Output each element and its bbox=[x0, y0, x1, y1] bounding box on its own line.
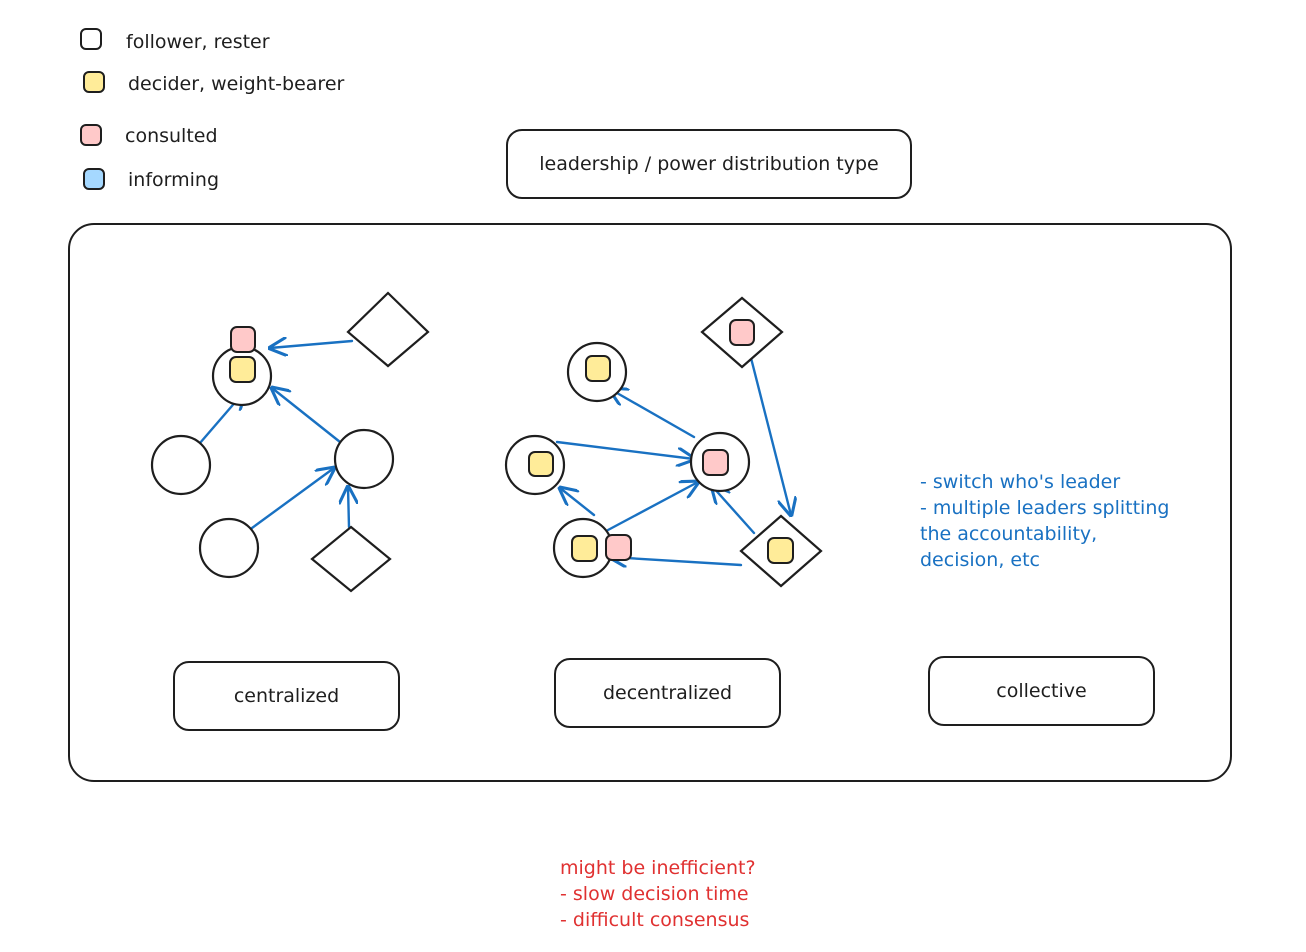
decider-marker-bottom-left bbox=[571, 535, 598, 562]
collective-note-line: - multiple leaders splitting bbox=[920, 497, 1170, 519]
follower-node-bottom bbox=[198, 517, 260, 579]
collective-note-line: the accountability, bbox=[920, 523, 1098, 545]
follower-node-right bbox=[333, 428, 395, 490]
diamond-node-bottom bbox=[310, 525, 392, 593]
legend-label-decider: decider, weight-bearer bbox=[128, 73, 345, 95]
inefficiency-note-line: - difficult consensus bbox=[560, 909, 750, 931]
collective-note-line: decision, etc bbox=[920, 549, 1040, 571]
inefficiency-note: might be inefficient? - slow decision ti… bbox=[560, 855, 756, 933]
decider-marker-left bbox=[528, 451, 554, 477]
consulted-marker-top-right bbox=[729, 319, 755, 346]
category-centralized: centralized bbox=[173, 661, 400, 731]
consulted-marker-bottom-left bbox=[605, 534, 632, 561]
legend-swatch-informing bbox=[83, 168, 105, 190]
consulted-marker-hub bbox=[702, 449, 729, 476]
decider-marker-bottom-right bbox=[767, 537, 794, 564]
arrow-bottom-left-to-left bbox=[560, 488, 596, 517]
consulted-marker bbox=[230, 326, 256, 353]
arrow-diamond-to-leader bbox=[270, 341, 354, 348]
decentralized-diagram bbox=[504, 296, 823, 588]
category-decentralized: decentralized bbox=[554, 658, 781, 728]
arrow-top-diamond-to-bottom-right bbox=[749, 356, 791, 515]
arrow-bottom-diamond-to-right-node bbox=[348, 487, 349, 529]
main-frame bbox=[68, 223, 1232, 782]
arrow-left-to-hub bbox=[555, 440, 694, 459]
arrow-right-node-to-leader bbox=[272, 388, 342, 444]
follower-node-left bbox=[150, 434, 212, 496]
collective-note: - switch who's leader - multiple leaders… bbox=[920, 469, 1169, 573]
arrow-bottom-left-to-hub bbox=[606, 482, 698, 532]
arrow-bottom-right-to-bottom-left bbox=[610, 557, 743, 565]
arrow-bottom-follower-to-right-node bbox=[250, 468, 334, 530]
arrow-bottom-right-to-hub bbox=[712, 486, 756, 535]
legend-label-follower: follower, rester bbox=[126, 31, 270, 53]
title-box: leadership / power distribution type bbox=[506, 129, 912, 199]
legend-swatch-consulted bbox=[80, 124, 102, 146]
collective-note-line: - switch who's leader bbox=[920, 471, 1121, 493]
centralized-diagram bbox=[150, 291, 430, 593]
diamond-node-top bbox=[346, 291, 430, 368]
inefficiency-note-line: - slow decision time bbox=[560, 883, 749, 905]
inefficiency-note-line: might be inefficient? bbox=[560, 857, 756, 879]
legend-label-informing: informing bbox=[128, 169, 220, 191]
decider-marker bbox=[229, 356, 256, 383]
legend-swatch-follower bbox=[80, 28, 102, 50]
decider-marker-top bbox=[585, 355, 611, 382]
category-collective: collective bbox=[928, 656, 1155, 726]
arrow-hub-to-top-node bbox=[610, 389, 696, 439]
legend-label-consulted: consulted bbox=[125, 125, 218, 147]
legend-swatch-decider bbox=[83, 71, 105, 93]
